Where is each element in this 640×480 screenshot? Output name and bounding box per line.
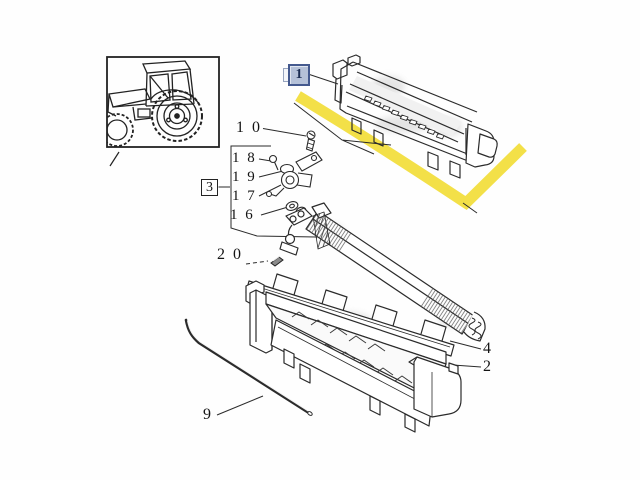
callout-part-16[interactable]: 1 6 (230, 207, 255, 223)
top-cover-drawing (332, 54, 498, 179)
lower-housing-drawing (245, 280, 462, 433)
callout-part-17[interactable]: 1 7 (232, 188, 257, 204)
heater-valve-drawing (265, 151, 323, 198)
callout-part-10[interactable]: 1 0 (236, 119, 262, 136)
tractor-icon (107, 60, 203, 147)
retainer-pin-drawing (270, 255, 284, 267)
tractor-thumbnail[interactable] (101, 56, 220, 167)
callout-part-1-badge[interactable]: 1 (288, 64, 310, 86)
callout-part-4[interactable]: 4 (483, 340, 493, 357)
callout-part-18[interactable]: 1 8 (232, 150, 257, 166)
thumbnail-tick (109, 151, 120, 167)
screw-drawing (305, 130, 316, 152)
callout-part-20[interactable]: 2 0 (217, 246, 243, 263)
seal-highlight-marker (295, 91, 527, 211)
callout-part-9[interactable]: 9 (203, 406, 213, 423)
heater-core-drawing (279, 202, 486, 342)
callout-group-3[interactable]: 3 (201, 179, 218, 196)
group-bracket (230, 145, 317, 238)
callout-part-2[interactable]: 2 (483, 358, 493, 375)
tube-drawing (184, 318, 313, 416)
callout-part-19[interactable]: 1 9 (232, 169, 257, 185)
